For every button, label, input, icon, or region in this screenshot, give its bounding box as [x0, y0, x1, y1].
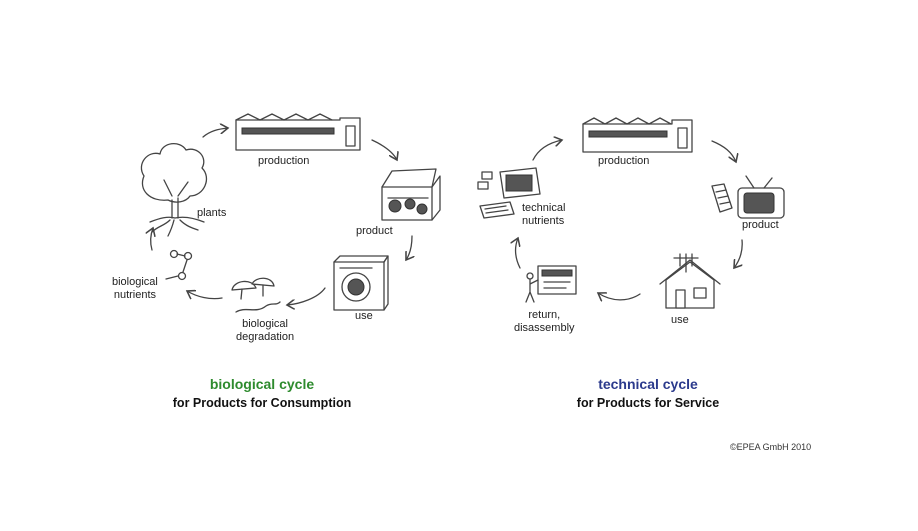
tech-use-label: use	[671, 314, 689, 326]
tech-cycle-arrows	[516, 140, 743, 300]
washing-machine-icon	[333, 255, 389, 311]
tech-product-label: product	[742, 219, 779, 231]
plant-tree-icon	[140, 143, 207, 237]
factory-icon-technical	[582, 117, 693, 153]
technical-cycle-subtitle: for Products for Service	[576, 396, 720, 410]
bio-plants-label: plants	[197, 207, 227, 219]
bio-degradation-label: biological degradation	[236, 318, 295, 343]
biological-cycle-subtitle: for Products for Consumption	[172, 396, 352, 410]
factory-icon	[235, 113, 361, 151]
copyright-notice: ©EPEA GmbH 2010	[730, 442, 812, 452]
bio-product-label: product	[356, 225, 393, 237]
tech-nutrients-label: technical nutrients	[522, 202, 566, 227]
electronics-parts-icon	[477, 167, 541, 219]
technical-cycle-title: technical cycle	[598, 376, 698, 392]
nutrients-molecule-icon	[165, 249, 193, 281]
disassembly-station-icon	[525, 265, 577, 303]
bio-cycle-arrows	[151, 128, 412, 305]
house-icon	[659, 253, 721, 309]
bio-production-label: production	[258, 155, 310, 167]
mushroom-worm-icon	[231, 277, 281, 313]
calculator-tv-icon	[711, 175, 785, 219]
bio-use-label: use	[355, 310, 373, 322]
tech-production-label: production	[598, 155, 650, 167]
biological-cycle-title: biological cycle	[209, 376, 315, 392]
bio-nutrients-label: biological nutrients	[112, 276, 158, 301]
tech-return-label: return, disassembly	[514, 309, 575, 334]
product-box-icon	[381, 168, 441, 221]
